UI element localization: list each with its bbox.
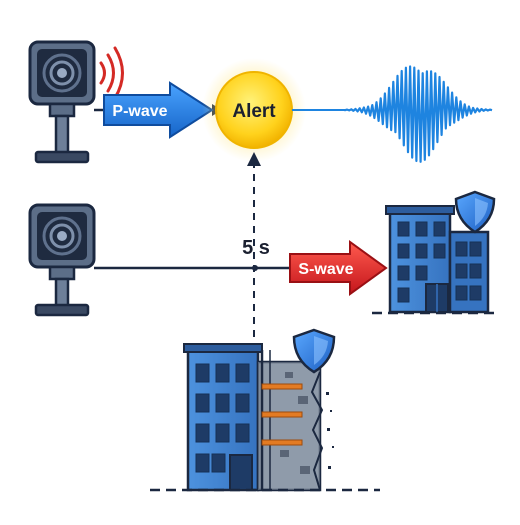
- building-window: [215, 423, 230, 443]
- building-window: [195, 363, 210, 383]
- building-window: [195, 453, 210, 473]
- building-window: [215, 363, 230, 383]
- seismogram-icon: [343, 65, 493, 163]
- sensor-top: [28, 40, 124, 164]
- sensor-bottom: [28, 203, 96, 317]
- shield-icon: [292, 328, 336, 374]
- building-window: [397, 265, 410, 281]
- crack-debris: [326, 392, 334, 469]
- building-protected: [372, 190, 496, 315]
- building-window: [415, 221, 428, 237]
- building-window: [235, 423, 250, 443]
- crack-icon: [310, 371, 324, 491]
- building-window: [455, 241, 468, 257]
- warning-path-arrowhead: [247, 152, 261, 166]
- building-window: [415, 265, 428, 281]
- s-wave-arrow: S-wave: [289, 240, 388, 296]
- alert-indicator: Alert: [202, 58, 306, 162]
- sensor-icon: [28, 40, 96, 164]
- building-window: [433, 243, 446, 259]
- building-window: [235, 393, 250, 413]
- shield-icon: [454, 190, 496, 234]
- building-window: [455, 285, 468, 301]
- building-window: [397, 243, 410, 259]
- building-window: [215, 393, 230, 413]
- building-cracked: [150, 328, 380, 492]
- alert-label: Alert: [232, 101, 276, 122]
- delay-label: 5 s: [242, 237, 270, 259]
- p-wave-arrow: P-wave: [103, 81, 214, 139]
- building-window: [195, 393, 210, 413]
- building-window: [397, 221, 410, 237]
- building-icon: [183, 343, 322, 492]
- building-window: [415, 243, 428, 259]
- building-window: [211, 453, 226, 473]
- building-window: [195, 423, 210, 443]
- p-wave-label: P-wave: [112, 103, 167, 120]
- s-wave-label: S-wave: [298, 261, 353, 278]
- signal-waves-icon: [99, 46, 124, 100]
- building-window: [397, 287, 410, 303]
- sensor-icon: [28, 203, 96, 317]
- building-icon: [372, 205, 494, 315]
- building-window: [455, 263, 468, 279]
- building-window: [469, 241, 482, 257]
- building-window: [235, 363, 250, 383]
- building-window: [469, 263, 482, 279]
- building-window: [469, 285, 482, 301]
- building-window: [433, 221, 446, 237]
